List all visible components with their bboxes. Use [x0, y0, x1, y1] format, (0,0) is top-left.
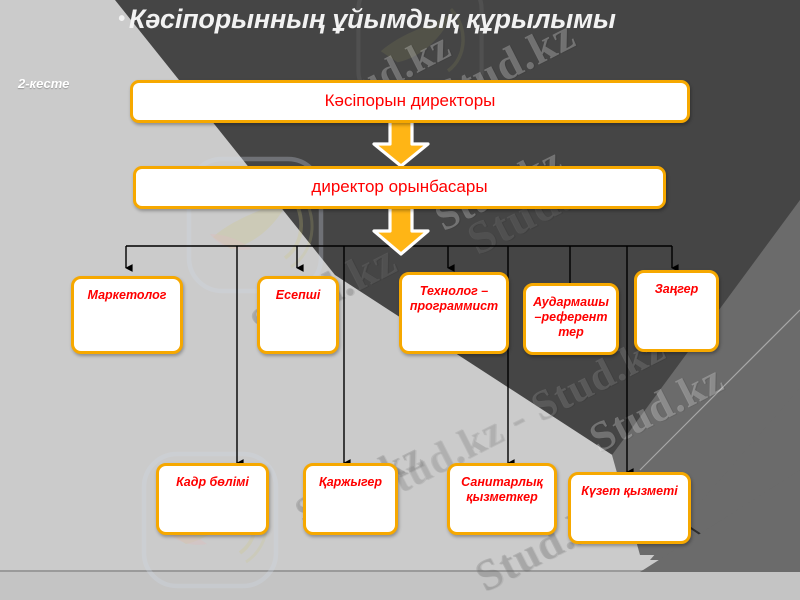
node-label: Кәсіпорын директоры [324, 91, 496, 111]
node-label: Технолог – программист [409, 284, 499, 313]
node-zanger[interactable]: Заңгер [634, 270, 719, 352]
bg-bottom-band [0, 572, 800, 600]
node-label: директор орынбасары [311, 177, 488, 197]
bg-bottom-rule [0, 570, 800, 572]
table-number-label: 2-кесте [18, 76, 70, 91]
node-audarmashy-referent[interactable]: Аудармашы –референт тер [523, 283, 619, 355]
node-label: Маркетолог [87, 288, 167, 302]
node-qarjyger[interactable]: Қаржыгер [303, 463, 398, 535]
node-label: Аудармашы –референт тер [533, 295, 609, 339]
node-esepshi[interactable]: Есепші [257, 276, 339, 354]
node-kuzet-qyzmeti[interactable]: Күзет қызметі [568, 472, 691, 544]
bg-sep-line-1 [639, 309, 800, 471]
bg-bottom-right-tri [640, 470, 800, 572]
node-label: Заңгер [654, 282, 699, 296]
block-arrow-deputy-to-departments [372, 204, 430, 256]
node-label: Кадр бөлімі [176, 475, 249, 489]
node-director[interactable]: Кәсіпорын директоры [130, 80, 690, 123]
node-label: Есепші [275, 288, 321, 302]
block-arrow-director-to-deputy [372, 118, 430, 168]
node-label: Күзет қызметі [581, 484, 678, 498]
node-technolog-programmist[interactable]: Технолог – программист [399, 272, 509, 354]
title-text: Кәсіпорынның ұйымдық құрылымы [128, 4, 616, 34]
page-title: •Кәсіпорынның ұйымдық құрылымы [118, 4, 788, 35]
node-kadr-bolimi[interactable]: Кадр бөлімі [156, 463, 269, 535]
node-deputy-director[interactable]: директор орынбасары [133, 166, 666, 209]
title-bullet: • [118, 8, 125, 30]
node-label: Санитарлық қызметкер [461, 475, 543, 504]
node-label: Қаржыгер [319, 475, 382, 489]
node-marketolog[interactable]: Маркетолог [71, 276, 183, 354]
node-sanitarlyq-qyzmetker[interactable]: Санитарлық қызметкер [447, 463, 557, 535]
